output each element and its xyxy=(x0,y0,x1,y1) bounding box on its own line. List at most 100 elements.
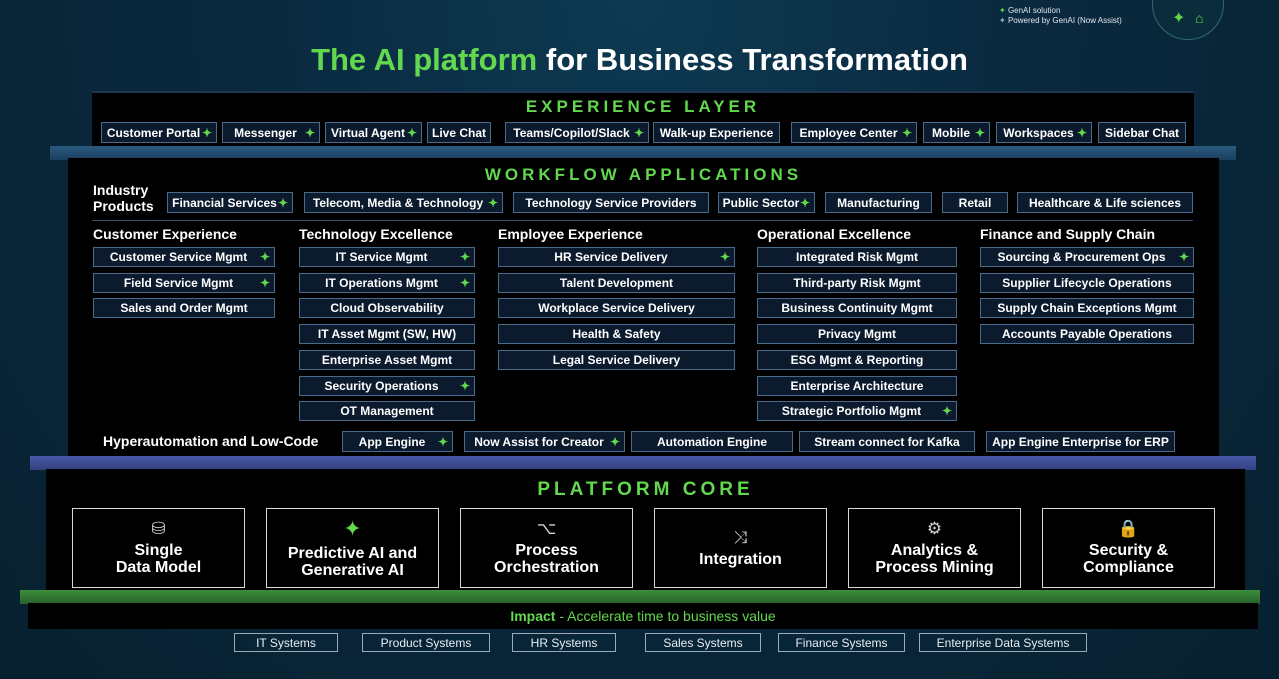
core-box[interactable]: ⚙Analytics &Process Mining xyxy=(848,508,1021,588)
workflow-item[interactable]: Privacy Mgmt xyxy=(757,324,957,345)
chip-label: Sales and Order Mgmt xyxy=(120,301,248,316)
industry-item[interactable]: Telecom, Media & Technology✦ xyxy=(304,192,503,213)
sparkle-icon: ✦ xyxy=(201,125,212,140)
badge xyxy=(1152,0,1224,40)
map-icon: ⌂ xyxy=(1195,10,1204,26)
chip-label: Supplier Lifecycle Operations xyxy=(1002,275,1172,290)
impact-bar: Impact - Accelerate time to business val… xyxy=(28,603,1258,629)
experience-item[interactable]: Workspaces✦ xyxy=(996,122,1092,143)
chip-label: Virtual Agent xyxy=(330,125,405,140)
industry-item[interactable]: Retail xyxy=(942,192,1008,213)
workflow-item[interactable]: Cloud Observability xyxy=(299,298,475,319)
chip-label: Talent Development xyxy=(559,275,674,290)
core-box[interactable]: 🔒Security &Compliance xyxy=(1042,508,1215,588)
legend-powered: ✦ Powered by GenAI (Now Assist) xyxy=(999,16,1122,25)
industry-item[interactable]: Manufacturing xyxy=(825,192,932,213)
sparkle-icon: ✦ xyxy=(941,404,952,419)
system-item[interactable]: IT Systems xyxy=(234,633,338,652)
chip-label: Legal Service Delivery xyxy=(552,352,681,367)
hyper-item[interactable]: Now Assist for Creator✦ xyxy=(464,431,625,452)
chip-label: Healthcare & Life sciences xyxy=(1028,195,1182,210)
database-icon: ⛁ xyxy=(151,519,166,538)
industry-item[interactable]: Financial Services✦ xyxy=(167,192,293,213)
workflow-item[interactable]: Workplace Service Delivery xyxy=(498,298,735,319)
workflow-item[interactable]: IT Service Mgmt✦ xyxy=(299,247,475,267)
sparkle-icon: ✦ xyxy=(1178,250,1189,264)
chip-label: Mobile xyxy=(932,125,970,140)
chip-label: HR Service Delivery xyxy=(554,250,668,264)
workflow-item[interactable]: Legal Service Delivery xyxy=(498,349,735,370)
experience-item[interactable]: Live Chat xyxy=(427,122,491,143)
experience-item[interactable]: Mobile✦ xyxy=(923,122,990,143)
system-item[interactable]: Finance Systems xyxy=(778,633,905,652)
core-label: Integration xyxy=(699,550,782,568)
workflow-item[interactable]: Business Continuity Mgmt xyxy=(757,298,957,319)
experience-item[interactable]: Sidebar Chat xyxy=(1098,122,1186,143)
experience-item[interactable]: Employee Center✦ xyxy=(791,122,917,143)
divider xyxy=(92,220,1193,221)
workflow-item[interactable]: OT Management xyxy=(299,401,475,422)
system-item[interactable]: Sales Systems xyxy=(645,633,761,652)
core-box[interactable]: ⤨Integration xyxy=(654,508,827,588)
hyper-label: Hyperautomation and Low-Code xyxy=(103,433,319,449)
chip-label: Supply Chain Exceptions Mgmt xyxy=(997,301,1177,316)
workflow-item[interactable]: IT Asset Mgmt (SW, HW) xyxy=(299,324,475,345)
mining-icon: ⚙ xyxy=(926,519,943,538)
workflow-item[interactable]: Sales and Order Mgmt xyxy=(93,298,275,319)
industry-item[interactable]: Healthcare & Life sciences xyxy=(1017,192,1193,213)
chip-label: Enterprise Architecture xyxy=(790,378,924,393)
system-item[interactable]: Product Systems xyxy=(362,633,490,652)
chip-label: Business Continuity Mgmt xyxy=(781,301,933,316)
core-title: PLATFORM CORE xyxy=(537,479,754,500)
chip-label: Health & Safety xyxy=(572,327,661,342)
sparkle-icon: ✦ xyxy=(437,434,448,449)
experience-item[interactable]: Messenger✦ xyxy=(222,122,320,143)
core-label: Single xyxy=(134,542,183,559)
workflow-item[interactable]: HR Service Delivery✦ xyxy=(498,247,735,267)
hyper-item[interactable]: Automation Engine xyxy=(631,431,793,452)
workflow-item[interactable]: Enterprise Asset Mgmt xyxy=(299,349,475,370)
workflow-item[interactable]: Talent Development xyxy=(498,272,735,293)
workflow-item[interactable]: Supplier Lifecycle Operations xyxy=(980,272,1194,293)
experience-title: EXPERIENCE LAYER xyxy=(525,97,761,116)
workflow-item[interactable]: Customer Service Mgmt✦ xyxy=(93,247,275,267)
workflow-item[interactable]: Strategic Portfolio Mgmt✦ xyxy=(757,401,957,422)
sparkle-icon: ✦ xyxy=(277,195,288,210)
legend-genai: ✦ GenAI solution xyxy=(999,6,1061,15)
chip-label: Messenger xyxy=(234,125,297,140)
workflow-item[interactable]: Supply Chain Exceptions Mgmt xyxy=(980,298,1194,319)
hyper-item[interactable]: App Engine Enterprise for ERP xyxy=(986,431,1175,452)
chip-label: Integrated Risk Mgmt xyxy=(795,250,918,264)
workflow-item[interactable]: IT Operations Mgmt✦ xyxy=(299,272,475,293)
hyper-item[interactable]: App Engine✦ xyxy=(342,431,453,452)
experience-item[interactable]: Walk-up Experience xyxy=(653,122,780,143)
lock-icon: 🔒 xyxy=(1117,519,1140,538)
experience-item[interactable]: Teams/Copilot/Slack✦ xyxy=(505,122,649,143)
workflow-item[interactable]: Sourcing & Procurement Ops✦ xyxy=(980,247,1194,267)
workflow-item[interactable]: Field Service Mgmt✦ xyxy=(93,272,275,293)
workflow-item[interactable]: Integrated Risk Mgmt xyxy=(757,247,957,267)
core-label: Analytics & xyxy=(890,542,979,559)
system-item[interactable]: HR Systems xyxy=(512,633,616,652)
experience-item[interactable]: Virtual Agent✦ xyxy=(325,122,422,143)
industry-item[interactable]: Technology Service Providers xyxy=(513,192,709,213)
chip-label: Employee Center xyxy=(799,125,898,140)
workflow-item[interactable]: ESG Mgmt & Reporting xyxy=(757,349,957,370)
industry-item[interactable]: Public Sector✦ xyxy=(718,192,815,213)
sparkle-icon: ✦ xyxy=(1172,10,1186,27)
workflow-item[interactable]: Accounts Payable Operations xyxy=(980,324,1194,345)
experience-item[interactable]: Customer Portal✦ xyxy=(101,122,217,143)
sparkle-icon: ✦ xyxy=(999,16,1006,25)
hyper-item[interactable]: Stream connect for Kafka xyxy=(799,431,975,452)
system-item[interactable]: Enterprise Data Systems xyxy=(919,633,1087,652)
column-heading: Employee Experience xyxy=(498,226,643,242)
workflow-item[interactable]: Security Operations✦ xyxy=(299,375,475,396)
workflow-item[interactable]: Health & Safety xyxy=(498,324,735,345)
chip-label: Public Sector xyxy=(722,195,800,210)
workflow-item[interactable]: Third-party Risk Mgmt xyxy=(757,272,957,293)
workflow-item[interactable]: Enterprise Architecture xyxy=(757,375,957,396)
core-label: Security & xyxy=(1088,542,1169,559)
